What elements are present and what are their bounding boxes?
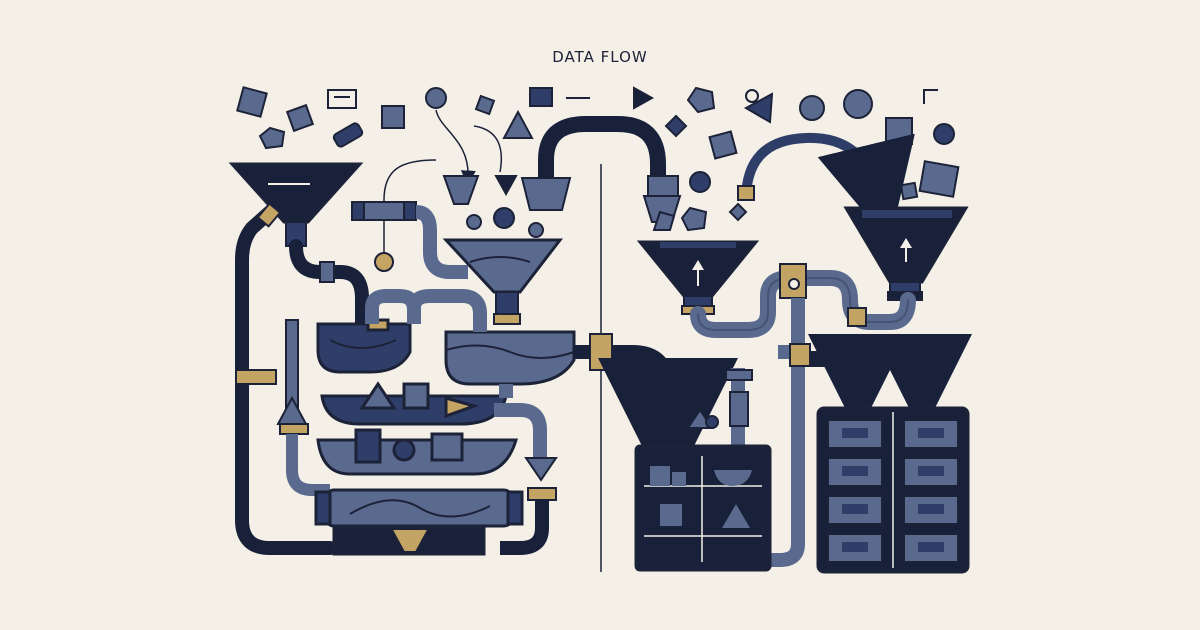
arrow-icon (276, 395, 308, 425)
funnel-icon (442, 175, 480, 205)
floating-square-icon (708, 130, 738, 160)
pipe-icon (235, 205, 369, 555)
funnel-icon (524, 457, 558, 482)
funnel-icon (636, 240, 760, 315)
floating-circle-icon (466, 214, 482, 230)
floating-circle-icon (933, 123, 955, 145)
floating-square-icon (285, 103, 315, 133)
pipe-icon (574, 345, 675, 432)
pipe-icon (365, 289, 547, 460)
drawer-grid-icon (816, 406, 970, 574)
manifold-bar (807, 351, 955, 367)
pipe-coupling-icon (256, 202, 282, 228)
floating-pentagon-icon (652, 210, 676, 231)
arrow-icon (741, 132, 915, 243)
floating-capsule-icon (332, 122, 364, 148)
pipe-coupling-icon (527, 487, 557, 501)
basin-icon (316, 318, 576, 476)
floating-shapes-left (236, 86, 655, 150)
floating-pentagon-icon (686, 86, 716, 114)
pipe-coupling-icon (589, 333, 613, 371)
floating-square-icon (236, 86, 268, 118)
floating-corner-icon (923, 89, 938, 104)
pipe-icon (500, 500, 549, 555)
floating-pentagon-icon (680, 206, 708, 232)
floating-navy-square-icon (529, 87, 553, 107)
floating-circle-icon (493, 207, 515, 229)
floating-play-icon (633, 86, 655, 110)
floating-square-icon (885, 117, 913, 145)
floating-diamond-icon (728, 202, 748, 222)
valve-dot-icon (788, 278, 800, 290)
floating-cube-icon (381, 105, 405, 129)
floating-square-icon (918, 160, 960, 198)
tank-icon (314, 488, 524, 556)
floating-circle-icon (843, 89, 873, 119)
floating-small-square-icon (474, 94, 496, 116)
floating-small-square-icon (899, 181, 919, 201)
storage-cabinet-icon (634, 444, 772, 572)
bucket-icon (647, 175, 679, 197)
floating-triangle-icon (743, 92, 774, 124)
pipe-coupling-icon (319, 261, 335, 283)
floating-circle-icon (689, 171, 711, 193)
funnel-icon (494, 175, 518, 197)
floating-circle-icon (745, 89, 759, 103)
floating-shapes-right (664, 86, 960, 201)
floating-circle-icon (705, 415, 719, 429)
diagram-title: DATA FLOW (552, 48, 648, 66)
floating-speech-icon (327, 89, 357, 109)
pipe-coupling-icon (737, 185, 755, 201)
funnel-icon (228, 162, 364, 247)
floating-triangle-icon (502, 109, 534, 139)
pipe-icon (351, 201, 468, 279)
floating-circle-icon (425, 87, 447, 109)
connector-lines (383, 109, 503, 254)
pipe-coupling-icon (847, 307, 867, 327)
pipe-coupling-icon (235, 369, 277, 385)
funnel-icon (520, 177, 572, 211)
pipe-coupling-icon (729, 391, 749, 427)
funnel-icon (442, 238, 564, 325)
floating-pentagon-icon (258, 126, 286, 150)
floating-circle-icon (799, 95, 825, 121)
pipe-coupling-icon (725, 369, 753, 381)
floating-circle-icon (528, 222, 544, 238)
pipe-icon (538, 116, 666, 178)
pipe-coupling-icon (279, 423, 309, 435)
drawer-icon (827, 419, 959, 563)
pipe-coupling-icon (789, 343, 811, 367)
valve-dot-icon (374, 252, 394, 272)
funnel-icon (843, 206, 969, 301)
floating-diamond-icon (664, 114, 688, 138)
